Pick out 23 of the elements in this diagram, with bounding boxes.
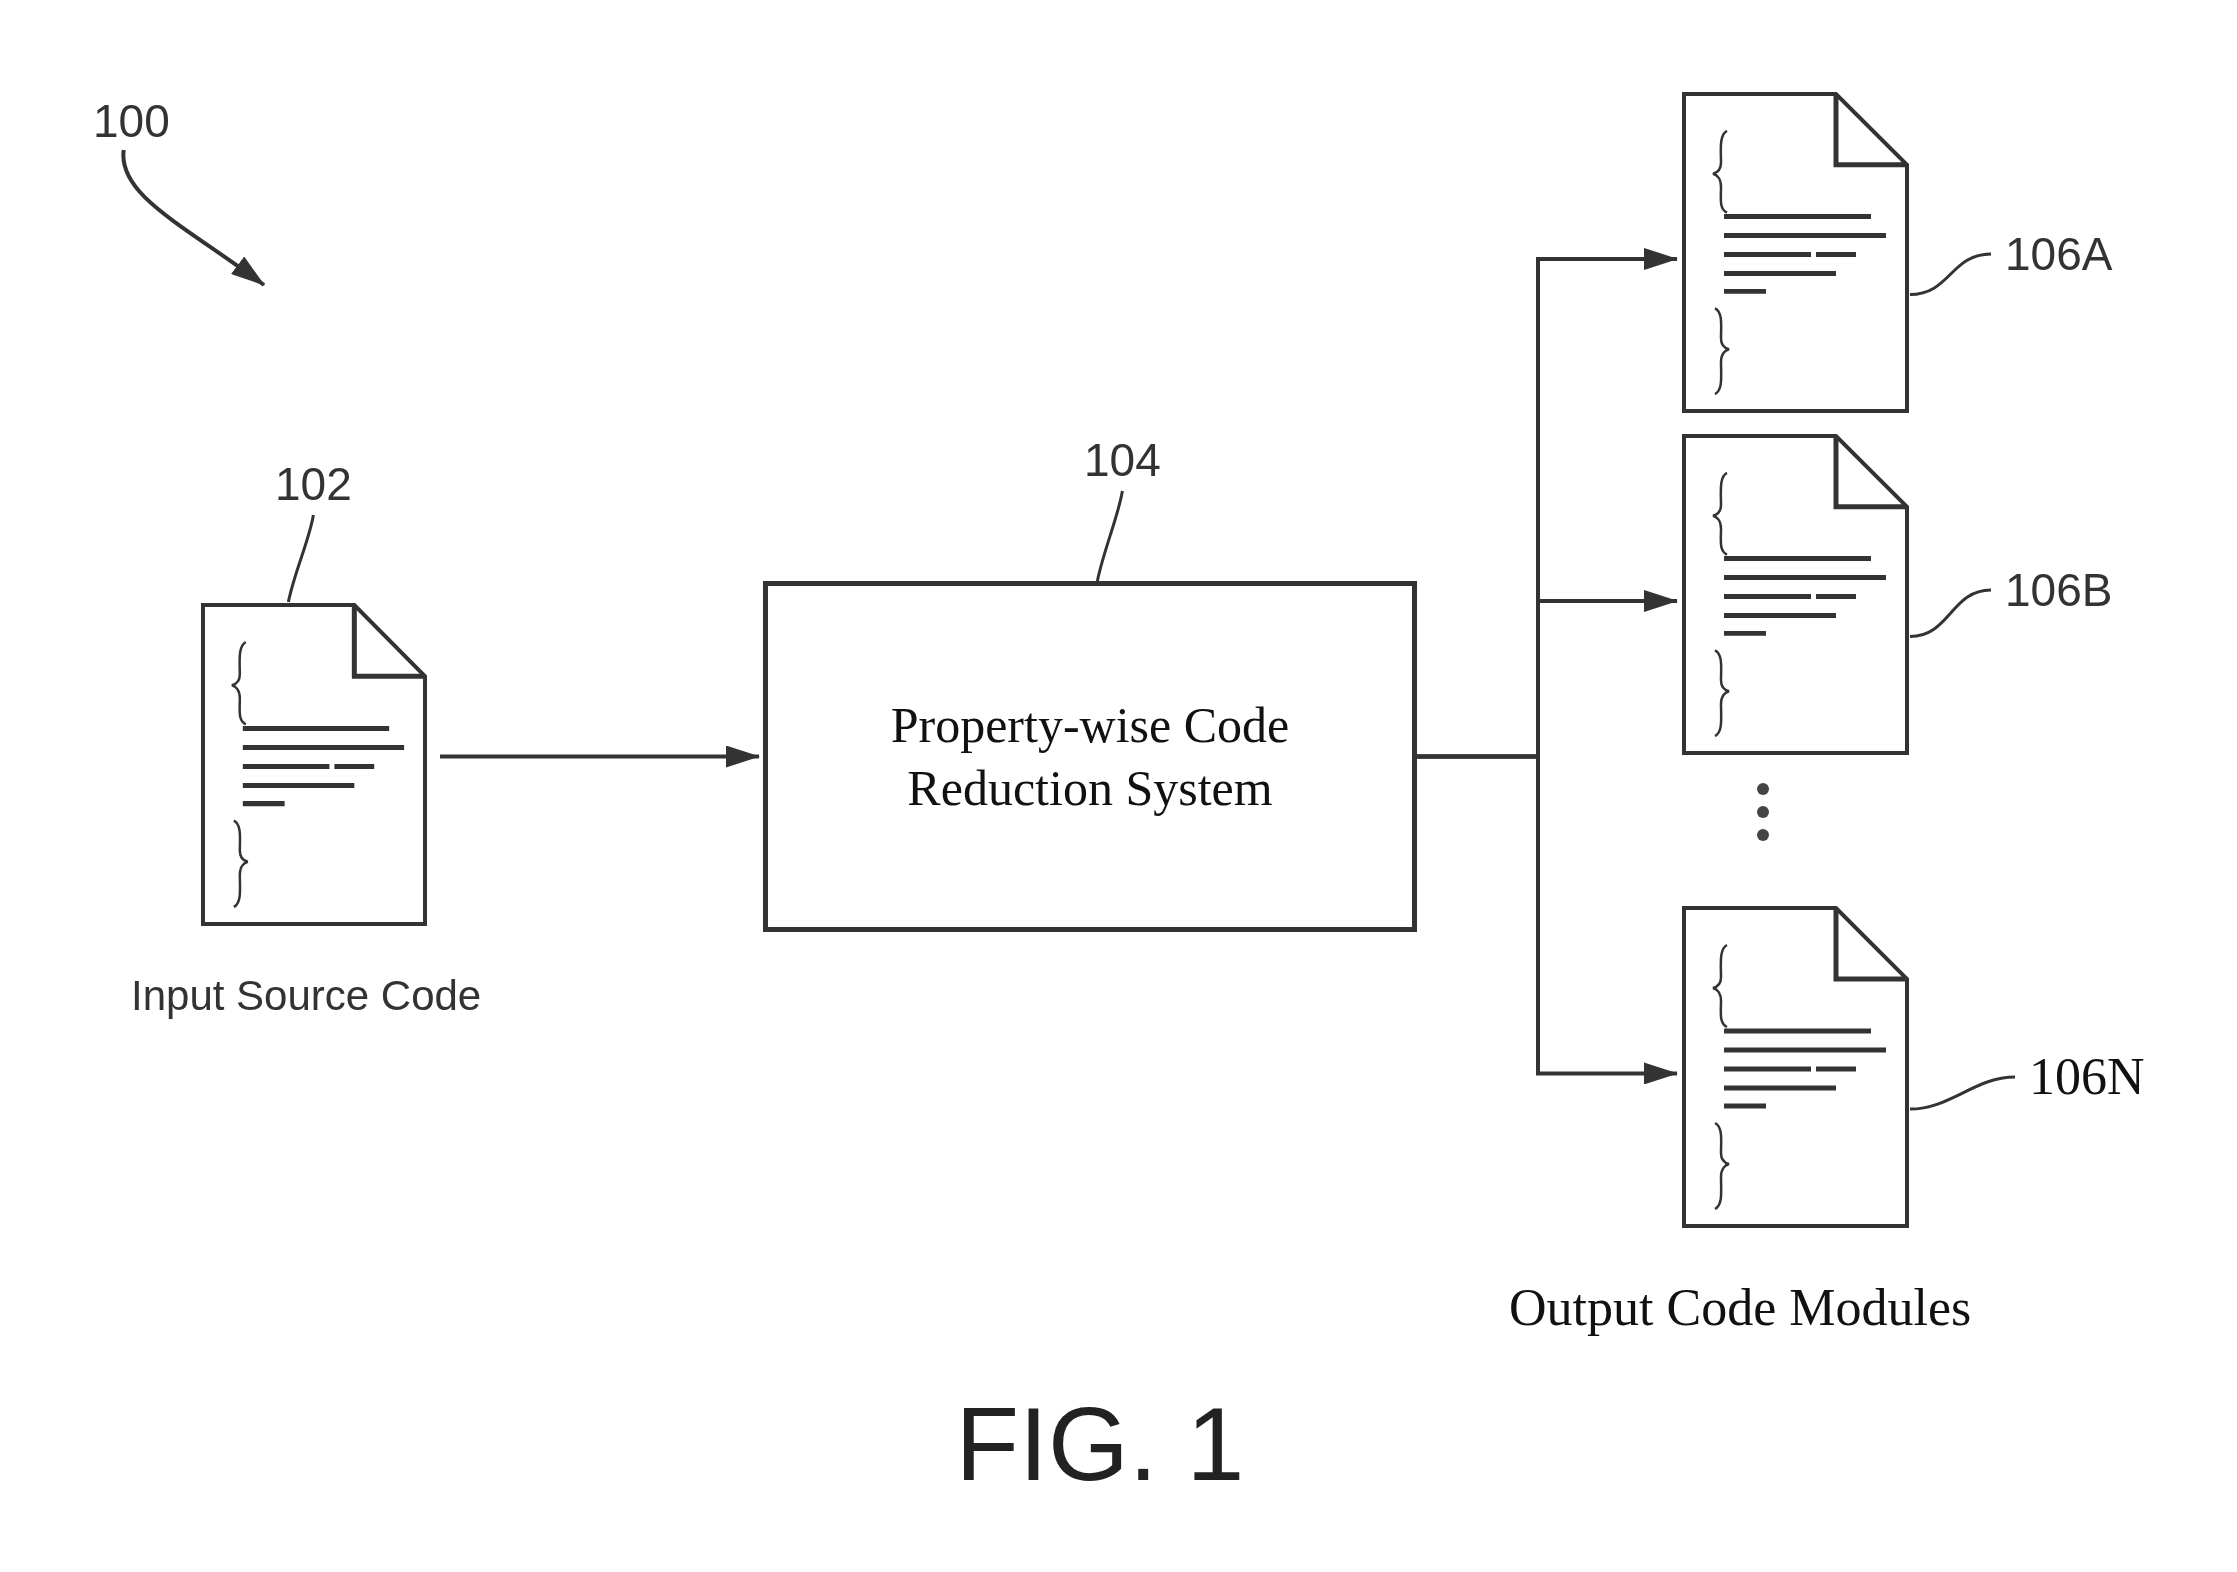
reference-numeral: 104: [1084, 437, 1161, 483]
reference-numeral: 100: [93, 98, 170, 144]
leader-line: [1909, 588, 1992, 638]
leader-line: [1909, 1075, 2016, 1111]
code-document-drawing: [1681, 91, 1910, 414]
reference-numeral: 102: [275, 461, 352, 507]
reference-numeral: 106N: [2029, 1051, 2145, 1103]
arrow: [1417, 754, 1678, 1085]
arrow: [440, 745, 760, 768]
leader-line: [1909, 252, 1992, 296]
reference-numeral: 106A: [2005, 231, 2113, 277]
group-caption: Output Code Modules: [1509, 1282, 1972, 1334]
document-caption: Input Source Code: [131, 975, 482, 1017]
figure-caption: FIG. 1: [955, 1392, 1245, 1496]
process-box: [763, 581, 1417, 932]
code-document-drawing: [1681, 433, 1910, 756]
reference-numeral: 106B: [2005, 567, 2113, 613]
leader-line: [1095, 490, 1124, 582]
leader-line: [286, 514, 315, 603]
reference-arrow: [121, 150, 266, 287]
code-document-drawing: [1681, 905, 1910, 1229]
process-label: Property-wise Code Reduction System: [889, 695, 1291, 818]
code-document-drawing: [200, 602, 428, 927]
